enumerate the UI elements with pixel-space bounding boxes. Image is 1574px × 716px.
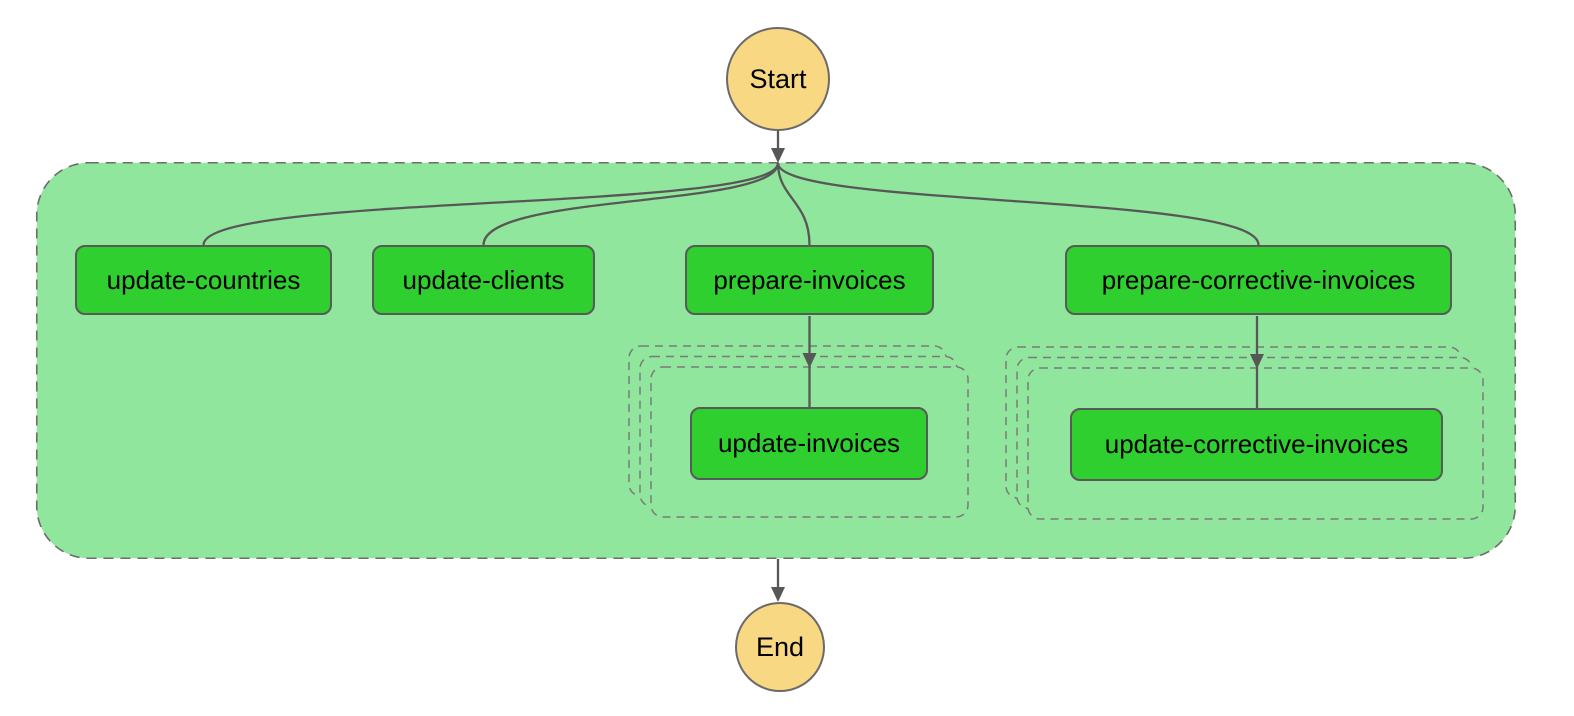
edge-branch-prepare-invoices xyxy=(776,162,811,246)
task-label: update-clients xyxy=(402,264,565,295)
edge-branch-update-countries xyxy=(202,162,780,246)
task-update-clients[interactable]: update-clients xyxy=(372,245,595,315)
task-prepare-invoices[interactable]: prepare-invoices xyxy=(685,245,934,315)
task-label: prepare-invoices xyxy=(713,264,906,295)
task-label: update-invoices xyxy=(717,428,901,458)
task-label: prepare-corrective-invoices xyxy=(1101,264,1416,295)
task-update-corrective-invoices[interactable]: update-corrective-invoices xyxy=(1070,408,1443,481)
task-label: update-corrective-invoices xyxy=(1104,429,1409,459)
edge-branch-update-clients xyxy=(482,162,780,246)
start-node: Start xyxy=(726,27,830,131)
arrowhead-into-end xyxy=(771,587,785,602)
edge-branch-prepare-corrective-invoices xyxy=(776,162,1260,246)
end-node: End xyxy=(735,602,825,692)
arrowhead-into-map-invoices xyxy=(802,353,817,368)
task-update-invoices[interactable]: update-invoices xyxy=(690,407,928,480)
task-update-countries[interactable]: update-countries xyxy=(75,245,332,315)
task-prepare-corrective-invoices[interactable]: prepare-corrective-invoices xyxy=(1065,245,1452,315)
task-label: update-countries xyxy=(106,264,301,295)
start-label: Start xyxy=(749,63,807,94)
arrowhead-into-map-corrective xyxy=(1250,354,1264,369)
arrowhead-into-parallel xyxy=(771,148,785,163)
end-label: End xyxy=(755,631,805,662)
